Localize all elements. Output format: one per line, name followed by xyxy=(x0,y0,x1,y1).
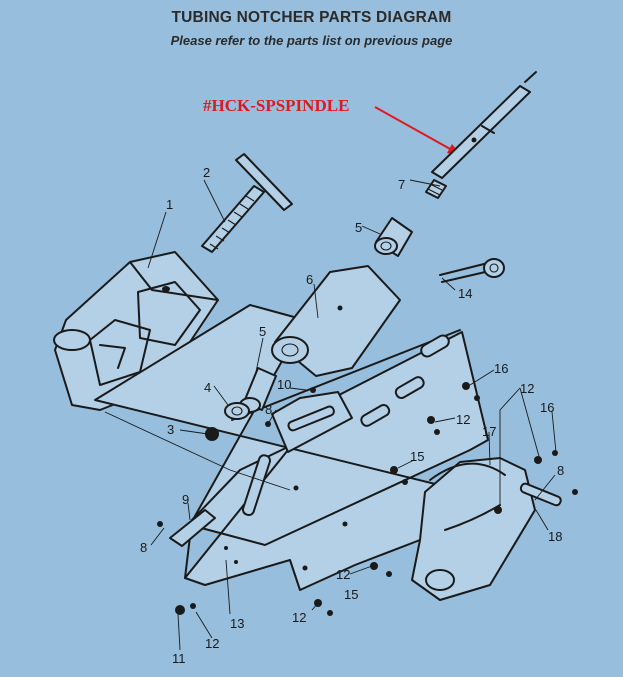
collar-part xyxy=(411,457,562,601)
label-part-17: 17 xyxy=(482,424,496,439)
label-part-12-frame: 12 xyxy=(456,412,470,427)
diagram-subtitle: Please refer to the parts list on previo… xyxy=(170,33,453,48)
bushing-lower xyxy=(224,367,277,420)
label-part-13: 13 xyxy=(230,616,244,631)
label-part-2: 2 xyxy=(203,165,210,180)
label-part-5-upper: 5 xyxy=(355,220,362,235)
vise-block xyxy=(53,251,219,411)
fasteners xyxy=(157,382,578,616)
label-part-5-lower: 5 xyxy=(259,324,266,339)
label-part-3: 3 xyxy=(167,422,174,437)
label-part-10: 10 xyxy=(277,377,291,392)
label-part-16-upper: 16 xyxy=(494,361,508,376)
label-part-15-upper: 15 xyxy=(410,449,424,464)
pin-part xyxy=(439,258,505,283)
callout-label: #HCK-SPSPINDLE xyxy=(203,96,350,115)
guide-plate xyxy=(271,391,353,453)
label-part-16-lower: 16 xyxy=(540,400,554,415)
label-part-15-lower: 15 xyxy=(344,587,358,602)
label-part-8-left: 8 xyxy=(140,540,147,555)
label-part-12-lower: 12 xyxy=(336,567,350,582)
label-part-12-right: 12 xyxy=(520,381,534,396)
label-part-18: 18 xyxy=(548,529,562,544)
callout-arrow xyxy=(374,106,462,156)
label-part-8-center: 8 xyxy=(265,402,272,417)
bushing-top xyxy=(374,217,413,257)
label-part-12-bottom: 12 xyxy=(292,610,306,625)
label-part-11: 11 xyxy=(172,651,186,666)
label-part-7: 7 xyxy=(398,177,405,192)
label-part-1: 1 xyxy=(166,197,173,212)
spindle-part xyxy=(425,71,537,199)
label-part-12-bottom-left: 12 xyxy=(205,636,219,651)
leader-lines xyxy=(104,179,557,651)
label-part-9: 9 xyxy=(182,492,189,507)
label-part-6: 6 xyxy=(306,272,313,287)
label-part-8-right: 8 xyxy=(557,463,564,478)
diagram-title: TUBING NOTCHER PARTS DIAGRAM xyxy=(171,9,452,26)
t-handle-screw xyxy=(201,153,293,253)
label-part-14: 14 xyxy=(458,286,472,301)
saddle-part xyxy=(271,265,401,377)
label-part-4: 4 xyxy=(204,380,211,395)
